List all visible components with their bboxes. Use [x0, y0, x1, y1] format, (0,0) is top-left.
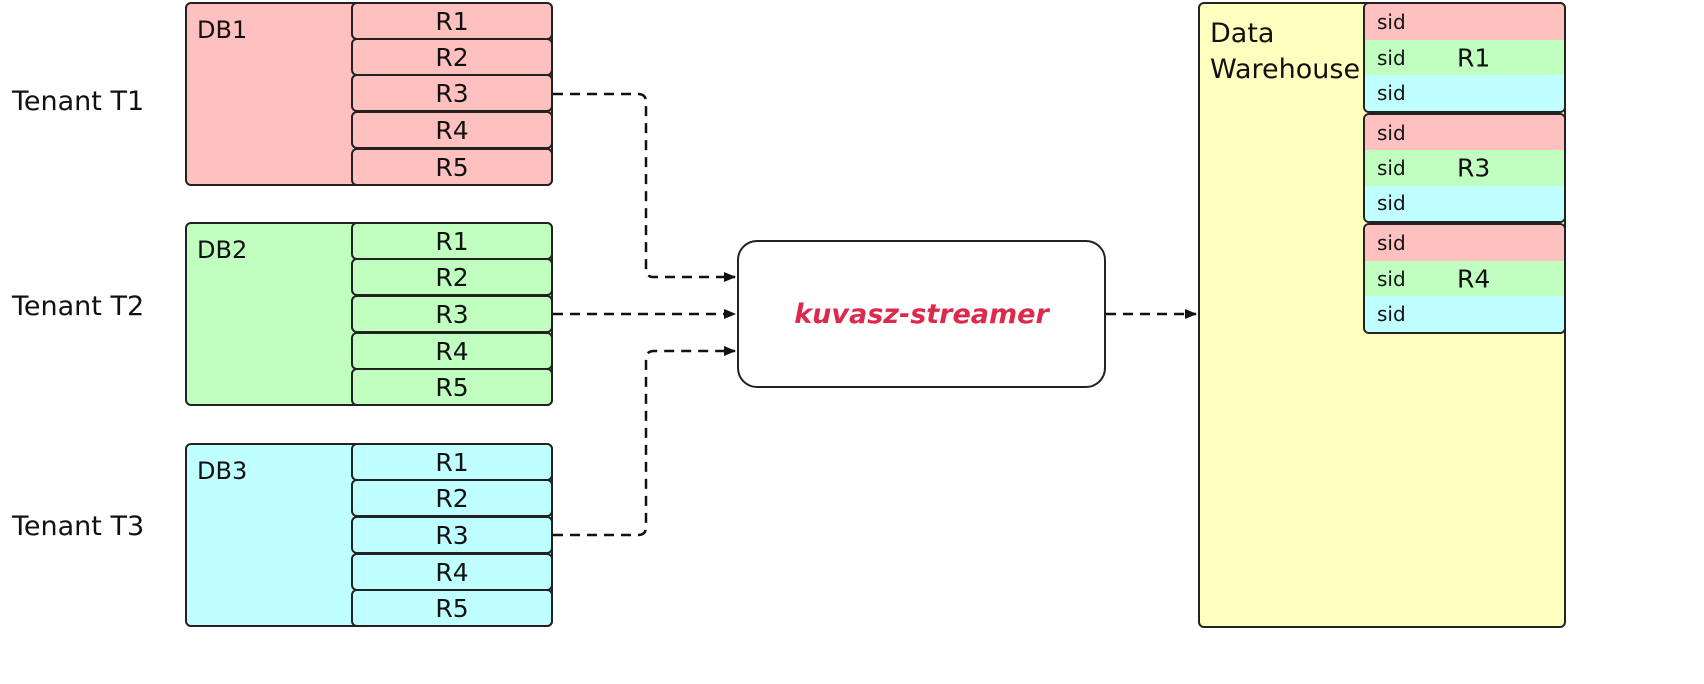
sid-label: sid	[1377, 266, 1406, 291]
connector-db3-r3-to-streamer	[553, 346, 736, 537]
tenant-t2-label: Tenant T2	[12, 291, 145, 322]
db2-row-r2: R2	[351, 258, 553, 296]
sid-label: sid	[1377, 45, 1406, 70]
sid-label: sid	[1377, 9, 1406, 34]
kuvasz-streamer-label: kuvasz-streamer	[794, 298, 1049, 330]
db3-row-r4: R4	[351, 553, 553, 591]
data-warehouse-label-line1: Data	[1210, 18, 1275, 49]
db1-label: DB1	[197, 16, 248, 44]
sid-label: sid	[1377, 155, 1406, 180]
tenant-t1-label: Tenant T1	[12, 86, 145, 117]
data-warehouse-label: Data Warehouse	[1210, 16, 1360, 88]
sid-label: sid	[1377, 191, 1406, 216]
sid-label: sid	[1377, 81, 1406, 106]
db2-row-r5: R5	[351, 368, 553, 406]
dw-r1-sid-row: sid	[1365, 75, 1564, 111]
data-warehouse-label-line2: Warehouse	[1210, 54, 1361, 85]
dw-r4-sid-row: sid	[1365, 296, 1564, 332]
dw-r3-sid-row: sid R3	[1365, 150, 1564, 186]
db2-row-r3: R3	[351, 295, 553, 333]
kuvasz-streamer-box: kuvasz-streamer	[737, 240, 1106, 388]
db1-row-r2: R2	[351, 38, 553, 76]
dw-r4-sid-row: sid	[1365, 225, 1564, 261]
db1-row-r4: R4	[351, 111, 553, 149]
db3-label: DB3	[197, 457, 248, 485]
dw-r1-sid-row: sid R1	[1365, 39, 1564, 76]
db3-row-r5: R5	[351, 589, 553, 627]
dw-group-r4-label: R4	[1457, 264, 1491, 293]
db2-label: DB2	[197, 236, 248, 264]
db3-row-r3: R3	[351, 516, 553, 554]
sid-label: sid	[1377, 302, 1406, 327]
dw-r3-sid-row: sid	[1365, 185, 1564, 221]
db3-row-r2: R2	[351, 479, 553, 517]
sid-label: sid	[1377, 120, 1406, 145]
dw-r4-sid-row: sid R4	[1365, 260, 1564, 297]
db2-row-r4: R4	[351, 332, 553, 370]
dw-r3-sid-row: sid	[1365, 115, 1564, 151]
sid-label: sid	[1377, 230, 1406, 255]
tenant-t3-label: Tenant T3	[12, 511, 145, 542]
dw-group-r3-label: R3	[1457, 153, 1491, 183]
connector-db1-r3-to-streamer	[553, 92, 736, 282]
db1-row-r5: R5	[351, 148, 553, 186]
dw-group-r1-label: R1	[1457, 43, 1491, 72]
dw-r1-sid-row: sid	[1365, 4, 1564, 40]
